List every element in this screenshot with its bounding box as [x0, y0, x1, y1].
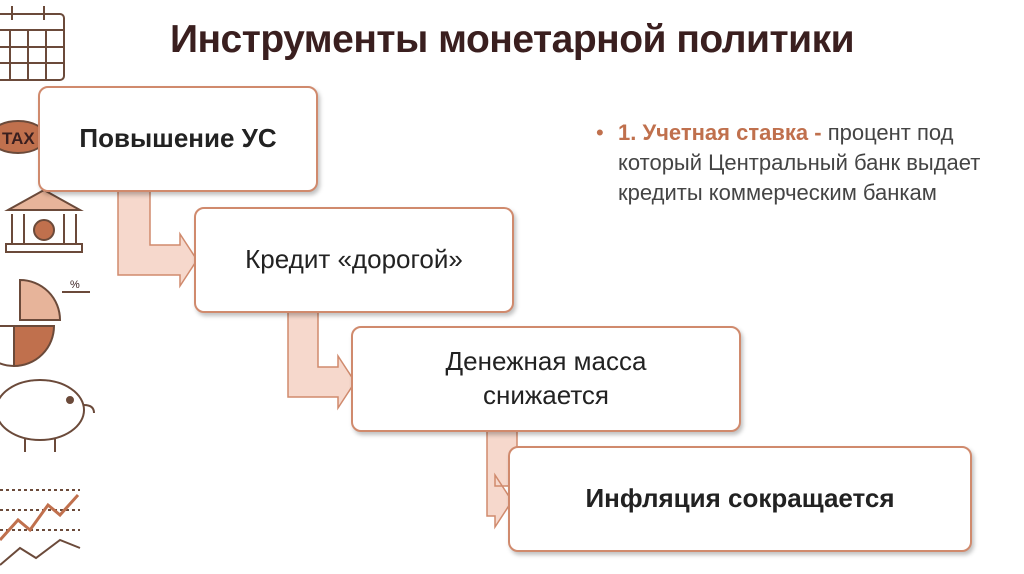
slide-title: Инструменты монетарной политики	[169, 18, 855, 61]
svg-text:%: %	[70, 279, 80, 291]
svg-text:TAX: TAX	[2, 129, 35, 148]
bullet-dot: •	[596, 120, 604, 145]
bank-icon	[4, 188, 84, 253]
definition-bullet: • 1. Учетная ставка - процент под которы…	[596, 118, 996, 208]
step-box-1: Повышение УС	[38, 86, 318, 192]
pie-chart-icon: %	[0, 278, 90, 368]
connector-arrow-2	[287, 310, 356, 411]
bullet-term: 1. Учетная ставка -	[618, 120, 828, 145]
step-box-4: Инфляция сокращается	[508, 446, 972, 552]
step-label: Кредит «дорогой»	[245, 244, 463, 275]
step-label: Денежная масса снижается	[445, 346, 647, 410]
bullet-definition: процент под который Центральный банк выд…	[618, 120, 981, 205]
step-label: Повышение УС	[79, 123, 277, 154]
step-label: Инфляция сокращается	[585, 483, 895, 514]
connector-arrow-1	[117, 189, 198, 289]
line-chart-icon	[0, 489, 81, 566]
calendar-icon	[0, 6, 65, 81]
tax-icon: TAX	[0, 120, 47, 154]
step-box-3: Денежная масса снижается	[351, 326, 741, 432]
step-box-2: Кредит «дорогой»	[194, 207, 514, 313]
piggy-bank-icon	[0, 379, 95, 452]
sidebar-doodles: TAX %	[0, 6, 95, 566]
